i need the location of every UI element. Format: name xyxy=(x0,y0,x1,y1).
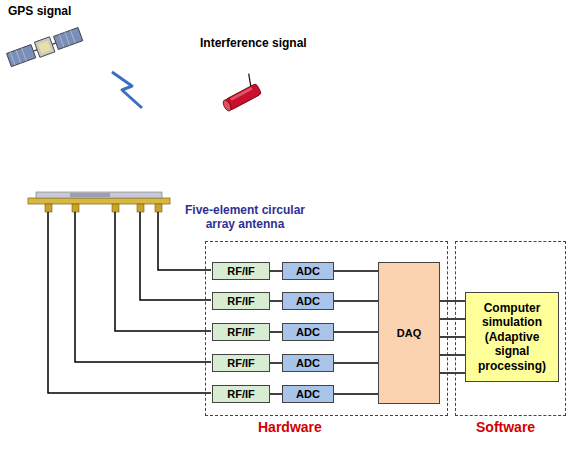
box-label: RF/IF xyxy=(227,357,255,369)
signal-bolt xyxy=(112,72,142,108)
process-box: ADC xyxy=(282,323,334,341)
process-box: RF/IF xyxy=(212,354,270,372)
signal-line xyxy=(440,301,465,302)
box-label: ADC xyxy=(296,357,320,369)
signal-line xyxy=(270,271,282,272)
text-label: GPS signal xyxy=(8,4,108,18)
process-box: ADC xyxy=(282,292,334,310)
signal-line xyxy=(270,301,282,302)
signal-line xyxy=(440,337,465,338)
signal-line xyxy=(334,394,378,395)
process-box: ADC xyxy=(282,262,334,280)
box-label: ADC xyxy=(296,295,320,307)
box-label: RF/IF xyxy=(227,265,255,277)
group-region: HardwareRF/IFRF/IFRF/IFRF/IFRF/IFADCADCA… xyxy=(205,241,448,416)
group-heading: Software xyxy=(476,419,535,435)
process-box: DAQ xyxy=(378,262,440,404)
box-label: ADC xyxy=(296,326,320,338)
signal-line xyxy=(334,332,378,333)
signal-line xyxy=(270,332,282,333)
signal-line xyxy=(334,363,378,364)
box-label: DAQ xyxy=(397,327,421,339)
group-region: SoftwareComputer simulation(Adaptive sig… xyxy=(455,241,566,416)
text-label: Interference signal xyxy=(200,36,330,50)
group-heading: Hardware xyxy=(258,419,322,435)
jammer-icon xyxy=(216,73,262,113)
process-box: Computer simulation(Adaptive signal proc… xyxy=(465,292,559,382)
signal-line xyxy=(440,373,465,374)
box-label: RF/IF xyxy=(227,326,255,338)
box-label: ADC xyxy=(296,265,320,277)
process-box: RF/IF xyxy=(212,323,270,341)
antenna-cable xyxy=(48,212,211,393)
signal-line xyxy=(270,394,282,395)
signal-line xyxy=(334,271,378,272)
signal-line xyxy=(440,355,465,356)
process-box: ADC xyxy=(282,385,334,403)
signal-line xyxy=(270,363,282,364)
signal-line xyxy=(334,301,378,302)
signal-line xyxy=(440,319,465,320)
text-label: Five-element circular array antenna xyxy=(170,203,320,231)
process-box: RF/IF xyxy=(212,292,270,310)
box-label: (Adaptive signal processing) xyxy=(469,330,555,373)
process-box: RF/IF xyxy=(212,385,270,403)
process-box: ADC xyxy=(282,354,334,372)
box-label: RF/IF xyxy=(227,388,255,400)
satellite-icon xyxy=(6,27,83,68)
box-label: Computer simulation xyxy=(469,301,555,330)
box-label: ADC xyxy=(296,388,320,400)
box-label: RF/IF xyxy=(227,295,255,307)
array-antenna xyxy=(28,192,170,212)
process-box: RF/IF xyxy=(212,262,270,280)
